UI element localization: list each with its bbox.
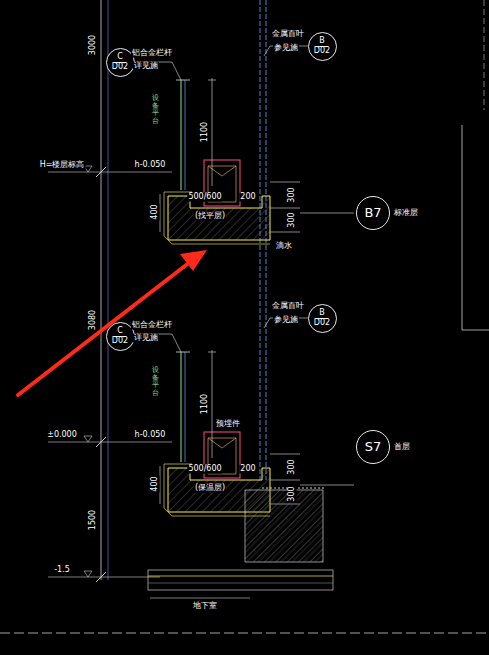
annotation-text: 滴水	[275, 242, 293, 251]
callout-text: D02	[112, 337, 128, 346]
callout-text: B	[316, 37, 328, 47]
callout-text: D02	[314, 319, 330, 328]
annotation-text: 铝合金栏杆	[131, 49, 173, 58]
callout-circle: B7	[356, 196, 390, 230]
dimension-text: 400	[151, 475, 160, 492]
vertical-note: 设备平台	[151, 95, 160, 126]
annotation-text: 地下室	[192, 602, 218, 611]
annotation-text: 500/600	[187, 193, 222, 202]
dimension-text: 400	[151, 203, 160, 220]
annotation-text: 500/600	[187, 465, 222, 474]
callout-text: B	[316, 309, 328, 319]
annotation-text: 参见施	[273, 316, 299, 325]
callout-text: D02	[112, 63, 128, 72]
annotation-text: 金属百叶	[271, 30, 305, 39]
callout-circle: S7	[356, 430, 390, 464]
callout-text: S7	[365, 440, 382, 454]
dimension-text: 1100	[201, 393, 210, 415]
annotation-text: H=楼层标高	[39, 161, 86, 170]
annotation-text: h-0.050	[134, 161, 167, 170]
annotation-text: 标准层	[393, 209, 419, 218]
dimension-text: 300	[288, 485, 297, 502]
dimension-text: 1500	[89, 509, 98, 531]
annotation-text: 详见施	[133, 334, 159, 343]
callout-text: D02	[314, 47, 330, 56]
dimension-text: 3080	[89, 309, 98, 331]
dimension-text: 3000	[89, 34, 98, 56]
dimension-text: 300	[288, 211, 297, 228]
annotation-text: 200	[239, 465, 256, 474]
annotation-text: 预埋件	[215, 420, 241, 429]
annotation-text: -1.5	[53, 566, 71, 575]
dimension-text: 300	[288, 458, 297, 475]
annotation-text: 200	[239, 193, 256, 202]
callout-text: C	[114, 53, 126, 63]
annotation-text: h-0.050	[134, 431, 167, 440]
callout-text: C	[114, 327, 126, 337]
annotation-text: ±0.000	[46, 431, 78, 440]
annotation-text: 参见施	[273, 44, 299, 53]
callout-circle: BD02	[308, 304, 337, 333]
annotation-text: 详见施	[133, 62, 159, 71]
callout-circle: BD02	[308, 32, 337, 61]
vertical-note: 设备平台	[151, 367, 160, 398]
annotation-text: 首层	[393, 443, 411, 452]
dimension-text: 300	[288, 186, 297, 203]
annotation-text: 金属百叶	[271, 302, 305, 311]
annotation-text: (找平层)	[194, 212, 226, 221]
annotation-text: 铝合金栏杆	[131, 321, 173, 330]
callout-text: B7	[364, 206, 381, 220]
dimension-text: 1100	[201, 121, 210, 143]
annotation-text: (保温层)	[194, 484, 226, 493]
